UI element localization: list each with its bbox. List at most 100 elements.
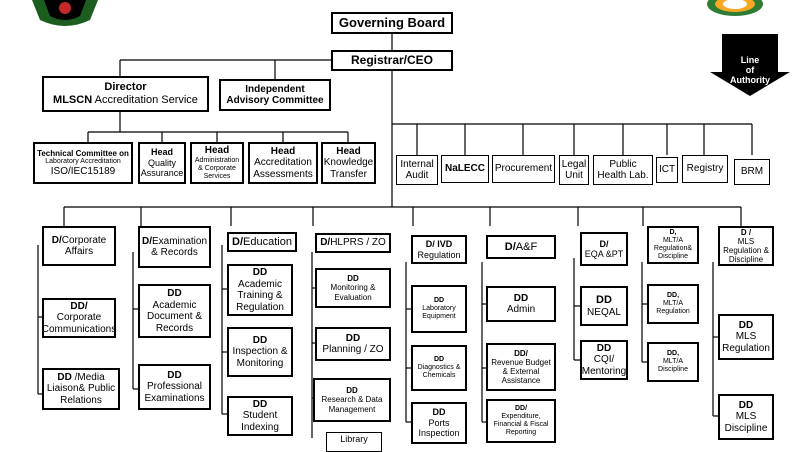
dd-student-indexing-box: DD Student Indexing: [227, 396, 293, 436]
coat-of-arms-logo: [32, 0, 98, 26]
dept-prefix: D/: [141, 235, 152, 247]
legal-unit-box: Legal Unit: [559, 155, 589, 185]
sub-title: DD: [252, 267, 268, 278]
dept-education-box: D/Education: [227, 232, 297, 252]
accreditation-assessments-box: Head Accreditation Assessments: [248, 142, 318, 184]
sub-title: DD: [513, 292, 529, 304]
dept-prefix: D/: [504, 240, 516, 253]
sub-title: DD: [738, 319, 754, 331]
sub-title: DD/: [514, 348, 528, 358]
governing-board-box: Governing Board: [331, 12, 453, 34]
sub-title: DD: [433, 355, 445, 363]
dd-neqal-box: DD NEQAL: [580, 286, 628, 326]
dd-mls-regulation-box: DD MLS Regulation: [718, 314, 774, 360]
sub-text: Research & Data Management: [321, 395, 383, 414]
dept-mlta-box: D, MLT/A Regulation& Discipline: [647, 226, 699, 264]
dept-prefix: D/: [232, 235, 244, 248]
procurement-box: Procurement: [492, 155, 555, 183]
internal-audit-box: Internal Audit: [396, 155, 438, 185]
dd-expenditure-reporting-box: DD/ Expenditure, Financial & Fiscal Repo…: [486, 399, 556, 443]
sub-label: DD /Media Liaison& Public Relations: [45, 372, 117, 407]
sub-title: DD: [596, 293, 612, 306]
dd-cqi-mentoring-box: DD CQI/ Mentoring: [580, 340, 628, 380]
technical-committee-standard: ISO/IEC15189: [50, 165, 116, 177]
dd-professional-examinations-box: DD Professional Examinations: [138, 364, 211, 410]
registry-box: Registry: [682, 155, 728, 183]
public-health-lab-box: Public Health Lab.: [593, 155, 653, 185]
dd-inspection-monitoring-box: DD Inspection & Monitoring: [227, 327, 293, 377]
sub-text: NEQAL: [587, 306, 621, 318]
dept-head-label: D/Education: [232, 236, 292, 249]
unit-head-sub: Accreditation Assessments: [253, 157, 313, 180]
sub-title: DD,: [666, 349, 680, 357]
sub-title: DD: [346, 386, 358, 396]
sub-text: MLS Discipline: [724, 411, 768, 434]
sub-text: CQI/ Mentoring: [581, 354, 627, 377]
dept-mls-box: D / MLS Regulation & Discipline: [718, 226, 774, 266]
ict-box: ICT: [656, 157, 678, 183]
dept-name: EQA &PT: [584, 249, 624, 259]
dept-head-label: D/Corporate Affairs: [45, 235, 113, 258]
sub-text: Library: [340, 434, 368, 444]
sub-title: DD: [432, 407, 446, 418]
sub-text: Ports Inspection: [418, 417, 460, 439]
sub-text: Diagnostics & Chemicals: [417, 363, 461, 380]
dd-research-data-box: DD Research & Data Management: [313, 378, 391, 422]
dept-name: Corporate Affairs: [61, 234, 107, 258]
dept-af-box: D/A&F: [486, 235, 556, 259]
sub-title: DD/: [514, 404, 528, 412]
advisory-committee-box: Independent Advisory Committee: [219, 79, 331, 111]
dept-head-label: D/HLPRS / ZO: [320, 237, 386, 249]
unit-head-title: Head: [150, 147, 173, 158]
director-service: Accreditation Service: [92, 94, 198, 106]
dept-name: MLS Regulation & Discipline: [723, 236, 769, 265]
sub-title: DD: [596, 342, 612, 354]
sub-title: DD: [433, 296, 445, 304]
dd-mlta-discipline-box: DD, MLT/A Discipline: [647, 342, 699, 382]
library-box: Library: [326, 432, 382, 452]
dept-prefix: D/: [599, 238, 609, 249]
sub-text: Professional Examinations: [144, 381, 205, 404]
dd-corporate-communications-box: DD/ Corporate Communications: [42, 298, 116, 338]
unit-head-sub: Knowledge Transfer: [323, 157, 374, 180]
dept-prefix: D/ IVD: [425, 239, 453, 250]
quality-assurance-box: Head Quality Assurance: [138, 142, 186, 184]
unit-head-sub: Administration & Corporate Services: [194, 156, 240, 180]
dept-prefix: D,: [669, 228, 677, 236]
dept-hlprs-zo-box: D/HLPRS / ZO: [315, 233, 391, 253]
director-accreditation-box: Director MLSCN Accreditation Service: [42, 76, 209, 112]
unit-head-title: Head: [204, 145, 230, 157]
dd-admin-box: DD Admin: [486, 286, 556, 322]
unit-head-title: Head: [336, 145, 361, 157]
dept-name: A&F: [515, 240, 538, 253]
line-of-authority-arrow: [710, 34, 790, 96]
dept-name: Regulation: [417, 249, 461, 260]
unit-head-sub: Quality Assurance: [140, 157, 184, 179]
dept-eqa-pt-box: D/ EQA &PT: [580, 232, 628, 266]
sub-text: Planning / ZO: [322, 344, 384, 355]
sub-text: Inspection & Monitoring: [232, 346, 288, 369]
sub-text: MLS Regulation: [722, 331, 770, 354]
knowledge-transfer-box: Head Knowledge Transfer: [321, 142, 376, 184]
dept-name: Examination & Records: [151, 235, 208, 259]
director-title: Director: [104, 81, 147, 94]
dd-academic-training-box: DD Academic Training & Regulation: [227, 264, 293, 316]
admin-corporate-services-box: Head Administration & Corporate Services: [190, 142, 244, 184]
sub-text: /Media Liaison& Public Relations: [46, 371, 116, 406]
sub-title: DD: [252, 334, 268, 346]
director-org: MLSCN: [53, 94, 93, 106]
unit-head-title: Head: [270, 145, 296, 157]
sub-title: DD: [167, 369, 182, 381]
dept-examination-records-box: D/Examination & Records: [138, 226, 211, 268]
dd-revenue-budget-box: DD/ Revenue Budget & External Assistance: [486, 343, 556, 391]
sub-text: Academic Document & Records: [146, 299, 203, 334]
sub-title: DD: [738, 399, 754, 411]
dd-academic-document-box: DD Academic Document & Records: [138, 284, 211, 338]
sub-title: DD: [57, 371, 72, 383]
sub-title: DD: [347, 274, 359, 284]
dd-planning-zo-box: DD Planning / ZO: [315, 327, 391, 361]
dept-head-label: D/A&F: [505, 241, 537, 254]
advisory-line1: Independent: [245, 83, 305, 95]
sub-text: Laboratory Equipment: [422, 304, 456, 321]
dept-name: Education: [243, 235, 292, 248]
